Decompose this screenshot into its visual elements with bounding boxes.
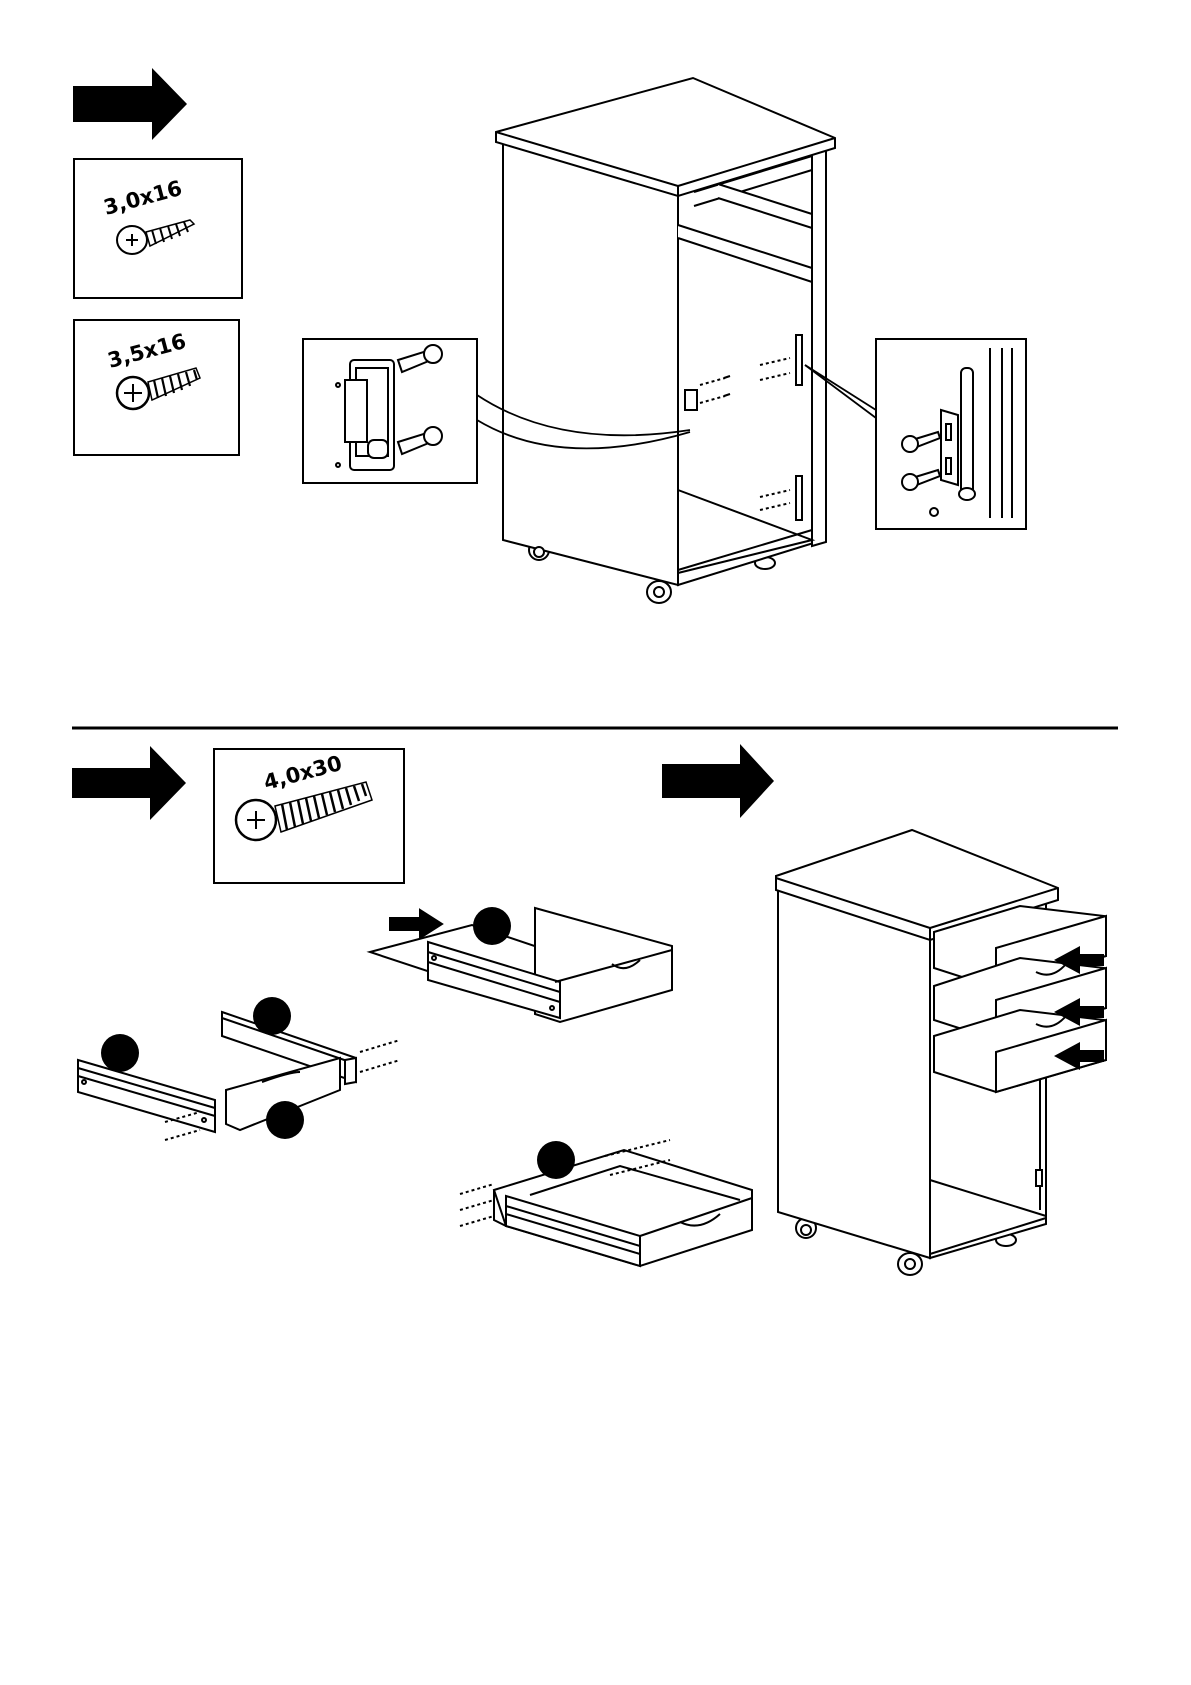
part-marker-1 [101,1034,139,1072]
screw-box-3-0x16: 3,0x16 [74,159,242,298]
hinge-detail [805,339,1026,529]
step-arrow-icon [73,68,187,140]
part-marker-2 [253,997,291,1035]
step-arrow-icon [72,746,186,820]
step-1: 3,0x16 3,5x16 [73,68,1026,603]
drawer-bottom-insert [370,908,672,1022]
step-2: 4,0x30 [72,746,752,1266]
cabinet-with-drawers [776,830,1106,1275]
part-marker-3 [266,1101,304,1139]
drawer-assembled [460,1140,752,1266]
screw-box-3-5x16: 3,5x16 [74,320,239,455]
screw-box-4-0x30: 4,0x30 [214,749,404,883]
part-marker-5 [537,1141,575,1179]
step-arrow-icon [662,744,774,818]
cabinet-carcass [496,78,835,603]
part-marker-4 [473,907,511,945]
drawer-parts-exploded [78,1012,400,1140]
